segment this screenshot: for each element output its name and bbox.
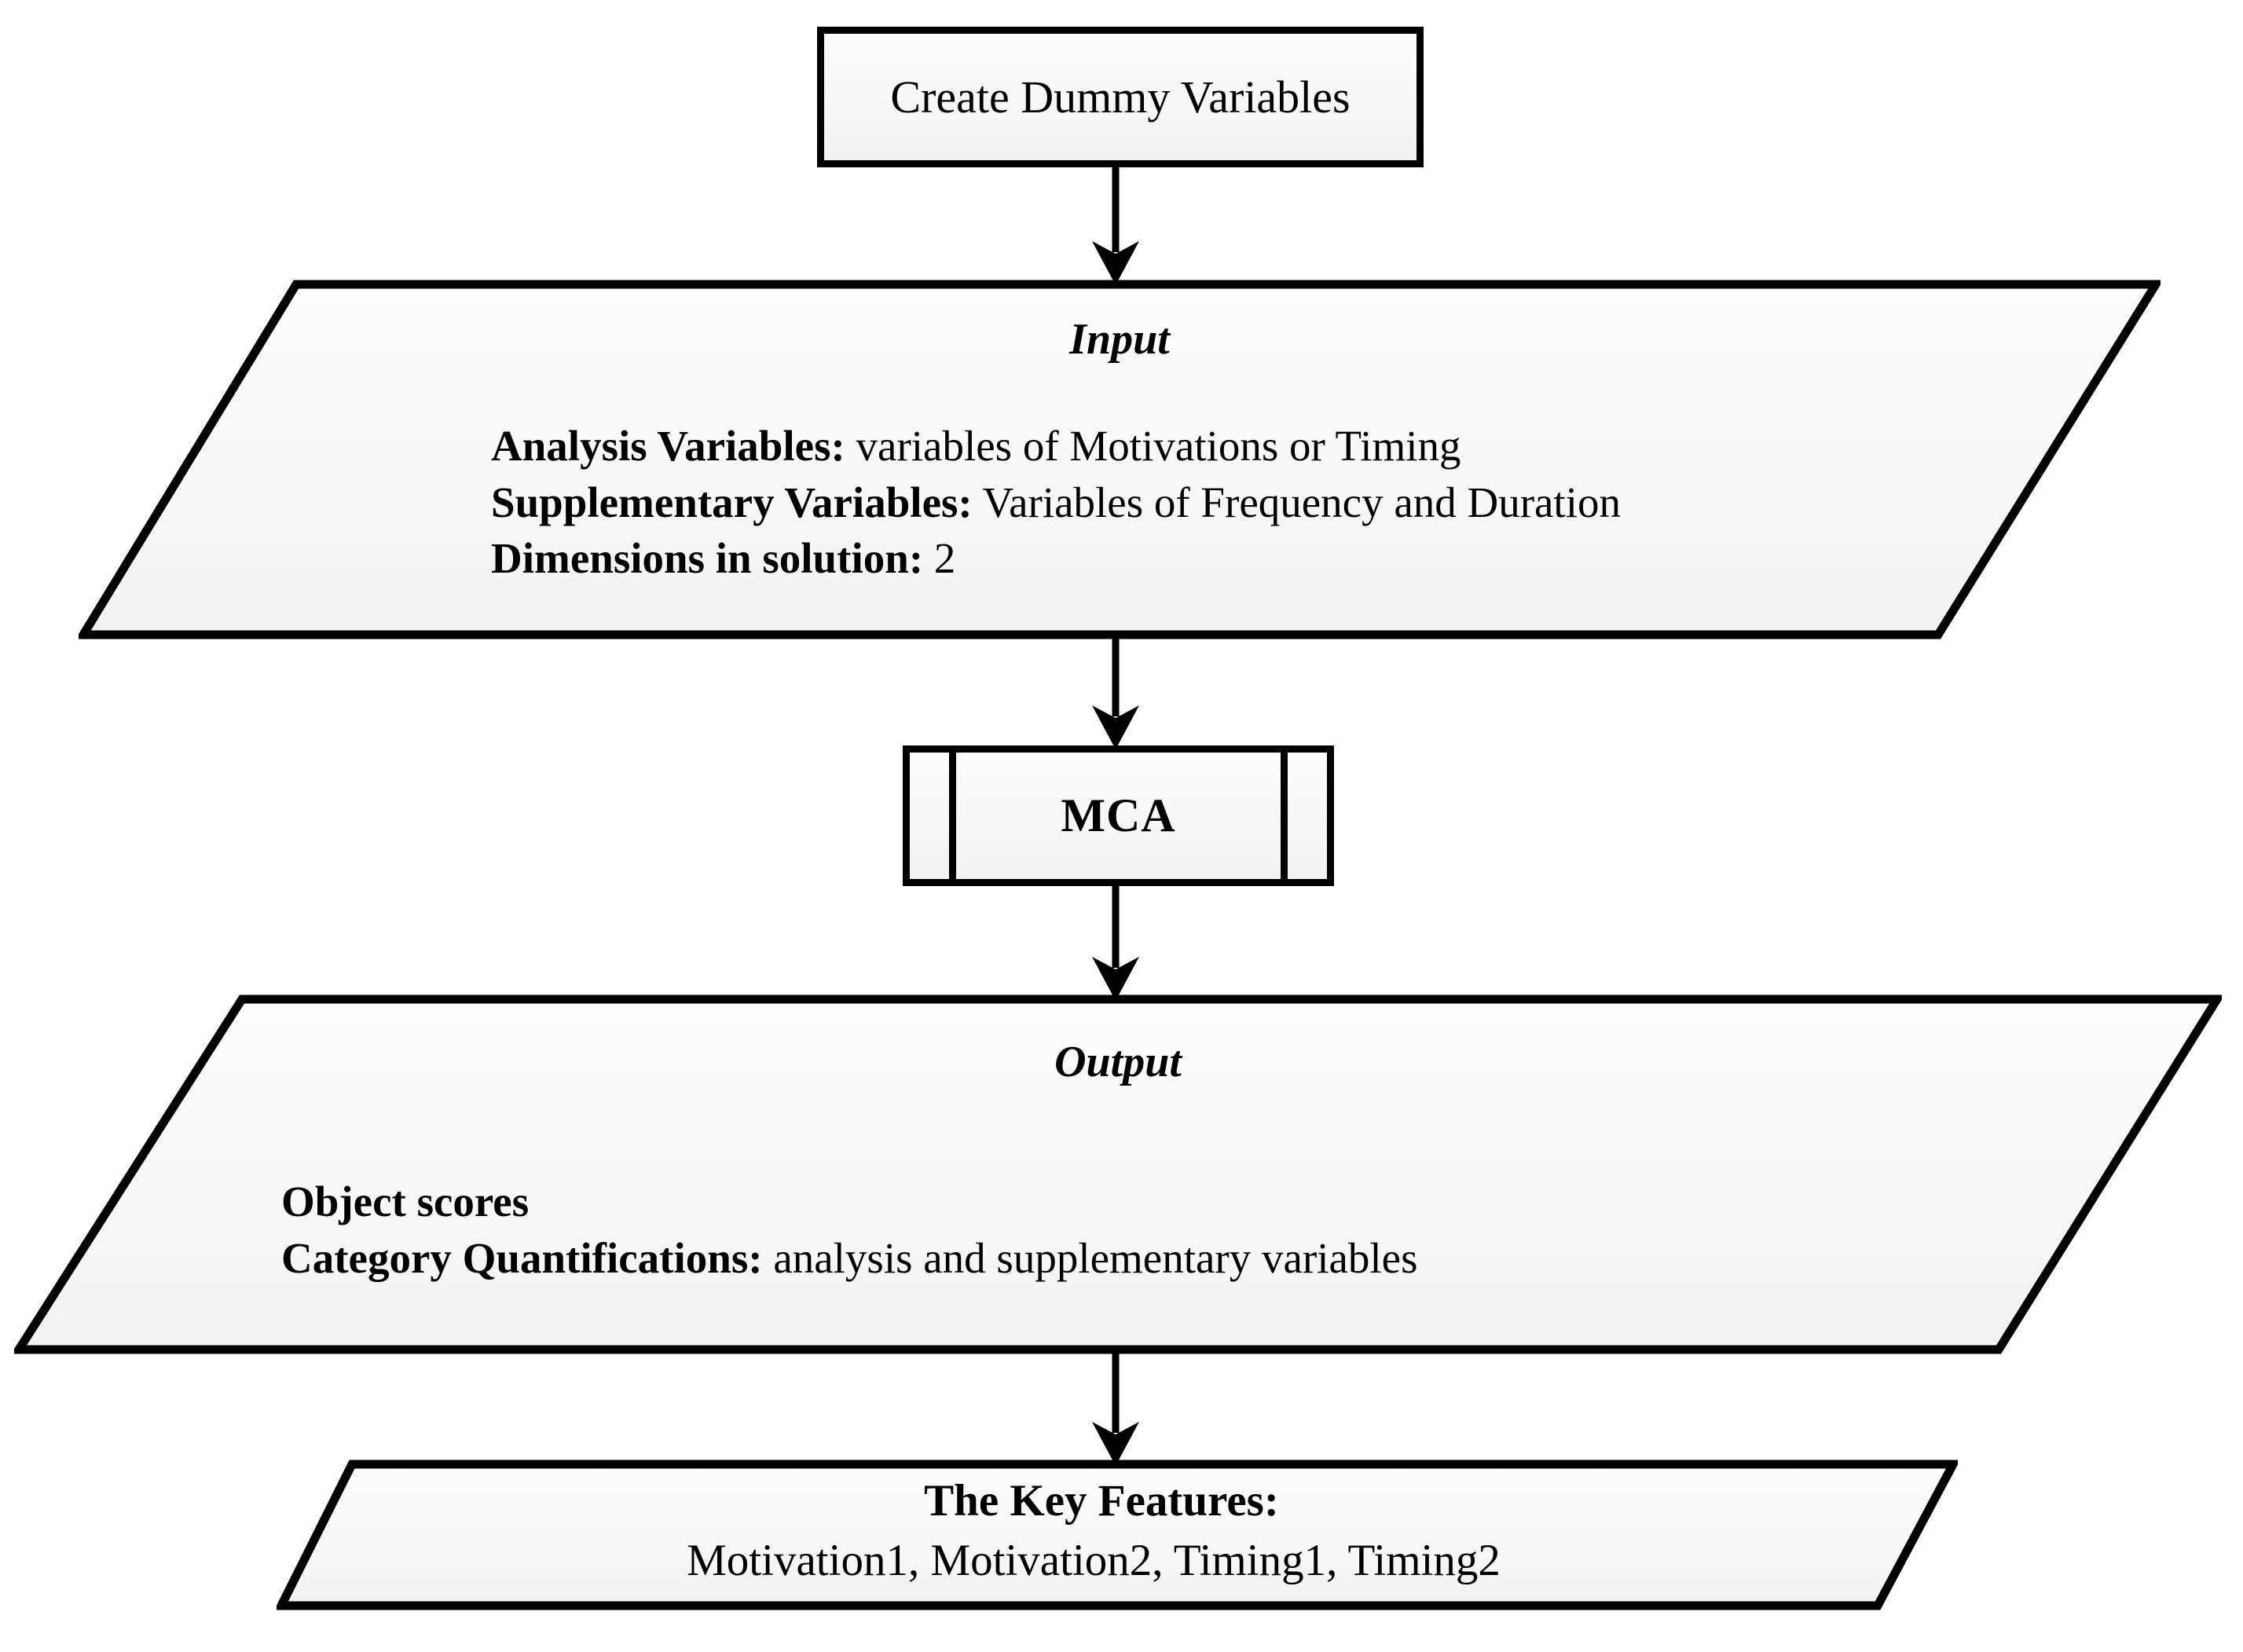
node-output-content: Output Object scores Category Quantifica…: [14, 994, 2222, 1356]
node-output-line-0: Object scores: [281, 1174, 1418, 1230]
node-output[interactable]: Output Object scores Category Quantifica…: [14, 994, 2222, 1356]
node-input-line-0-bold: Analysis Variables:: [491, 422, 845, 470]
node-input[interactable]: Input Analysis Variables: variables of M…: [79, 280, 2161, 641]
node-input-line-2-rest: 2: [923, 534, 956, 582]
edge-output-to-key-features: [1084, 1348, 1147, 1467]
node-input-line-0-rest: variables of Motivations or Timing: [845, 422, 1461, 470]
node-input-line-1: Supplementary Variables: Variables of Fr…: [491, 474, 1621, 531]
node-output-body: Object scores Category Quantifications: …: [281, 1174, 1418, 1286]
node-output-line-1-rest: analysis and supplementary variables: [762, 1233, 1418, 1282]
node-mca-label: MCA: [1061, 789, 1176, 841]
edge-create-dummy-to-input: [1084, 167, 1147, 287]
node-output-line-1: Category Quantifications: analysis and s…: [281, 1230, 1418, 1287]
node-input-shape: [79, 280, 2161, 639]
node-output-heading: Output: [1054, 1038, 1182, 1086]
node-output-line-1-bold: Category Quantifications:: [281, 1233, 763, 1282]
node-input-line-2-bold: Dimensions in solution:: [491, 534, 924, 582]
node-input-line-1-bold: Supplementary Variables:: [491, 478, 973, 526]
node-input-content: Input Analysis Variables: variables of M…: [79, 280, 2161, 641]
edge-input-to-mca: [1084, 633, 1147, 751]
node-key-features-heading: The Key Features:: [924, 1476, 1279, 1526]
node-output-shape: [14, 994, 2222, 1354]
node-key-features-list: Motivation1, Motivation2, Timing1, Timin…: [687, 1536, 1501, 1585]
node-input-line-1-rest: Variables of Frequency and Duration: [972, 478, 1621, 526]
node-input-line-0: Analysis Variables: variables of Motivat…: [491, 418, 1621, 474]
node-create-dummy-variables[interactable]: Create Dummy Variables: [817, 27, 1424, 167]
node-key-features-shape: [277, 1460, 1958, 1610]
node-key-features[interactable]: The Key Features: Motivation1, Motivatio…: [277, 1460, 1958, 1610]
edge-mca-to-output: [1084, 886, 1147, 1002]
predefined-process-left-bar: [949, 753, 956, 879]
predefined-process-right-bar: [1281, 753, 1288, 879]
node-input-line-2: Dimensions in solution: 2: [491, 530, 1621, 587]
node-key-features-content: The Key Features: Motivation1, Motivatio…: [277, 1460, 1958, 1610]
node-output-line-0-bold: Object scores: [281, 1178, 530, 1225]
node-input-heading: Input: [1069, 315, 1170, 364]
node-create-dummy-variables-label: Create Dummy Variables: [890, 71, 1351, 123]
node-mca[interactable]: MCA: [903, 745, 1334, 886]
node-input-body: Analysis Variables: variables of Motivat…: [491, 418, 1621, 587]
